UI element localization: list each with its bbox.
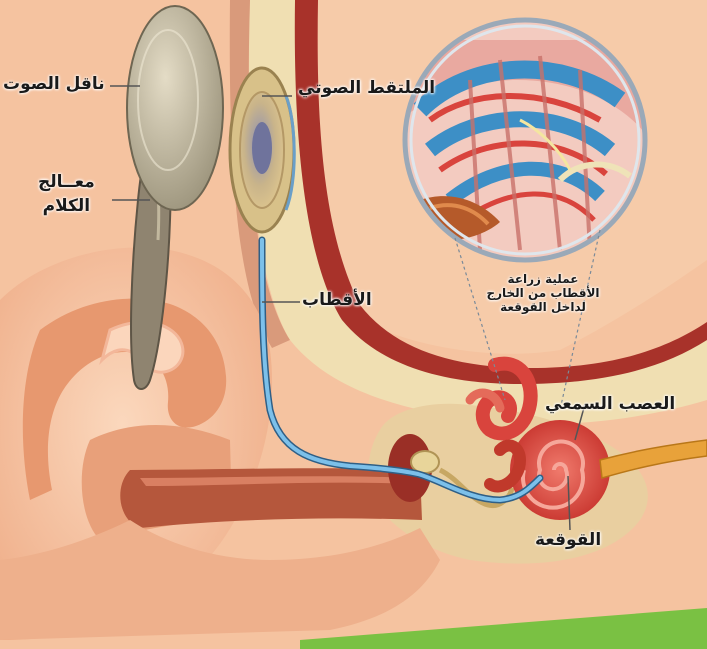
label-speech-processor: معــالج الكلام: [38, 170, 95, 218]
ossicle: [411, 451, 439, 473]
label-implant-caption: عملية زراعة الأقطاب من الخارج لداخل القو…: [478, 272, 608, 314]
label-electrodes: الأقطاب: [302, 290, 372, 310]
label-sound-transmitter: ناقل الصوت: [3, 74, 105, 94]
label-sound-receiver: الملتقط الصوتي: [298, 78, 435, 98]
label-implant-caption-line1: عملية زراعة: [478, 272, 608, 286]
sound-transmitter-disc: [127, 6, 223, 210]
label-cochlea: القوقعة: [535, 530, 601, 550]
label-speech-processor-line2: الكلام: [38, 194, 95, 218]
label-speech-processor-line1: معــالج: [38, 170, 95, 194]
label-implant-caption-line3: لداخل القوقعة: [478, 300, 608, 314]
label-auditory-nerve: العصب السمعي: [545, 394, 675, 414]
label-implant-caption-line2: الأقطاب من الخارج: [478, 286, 608, 300]
